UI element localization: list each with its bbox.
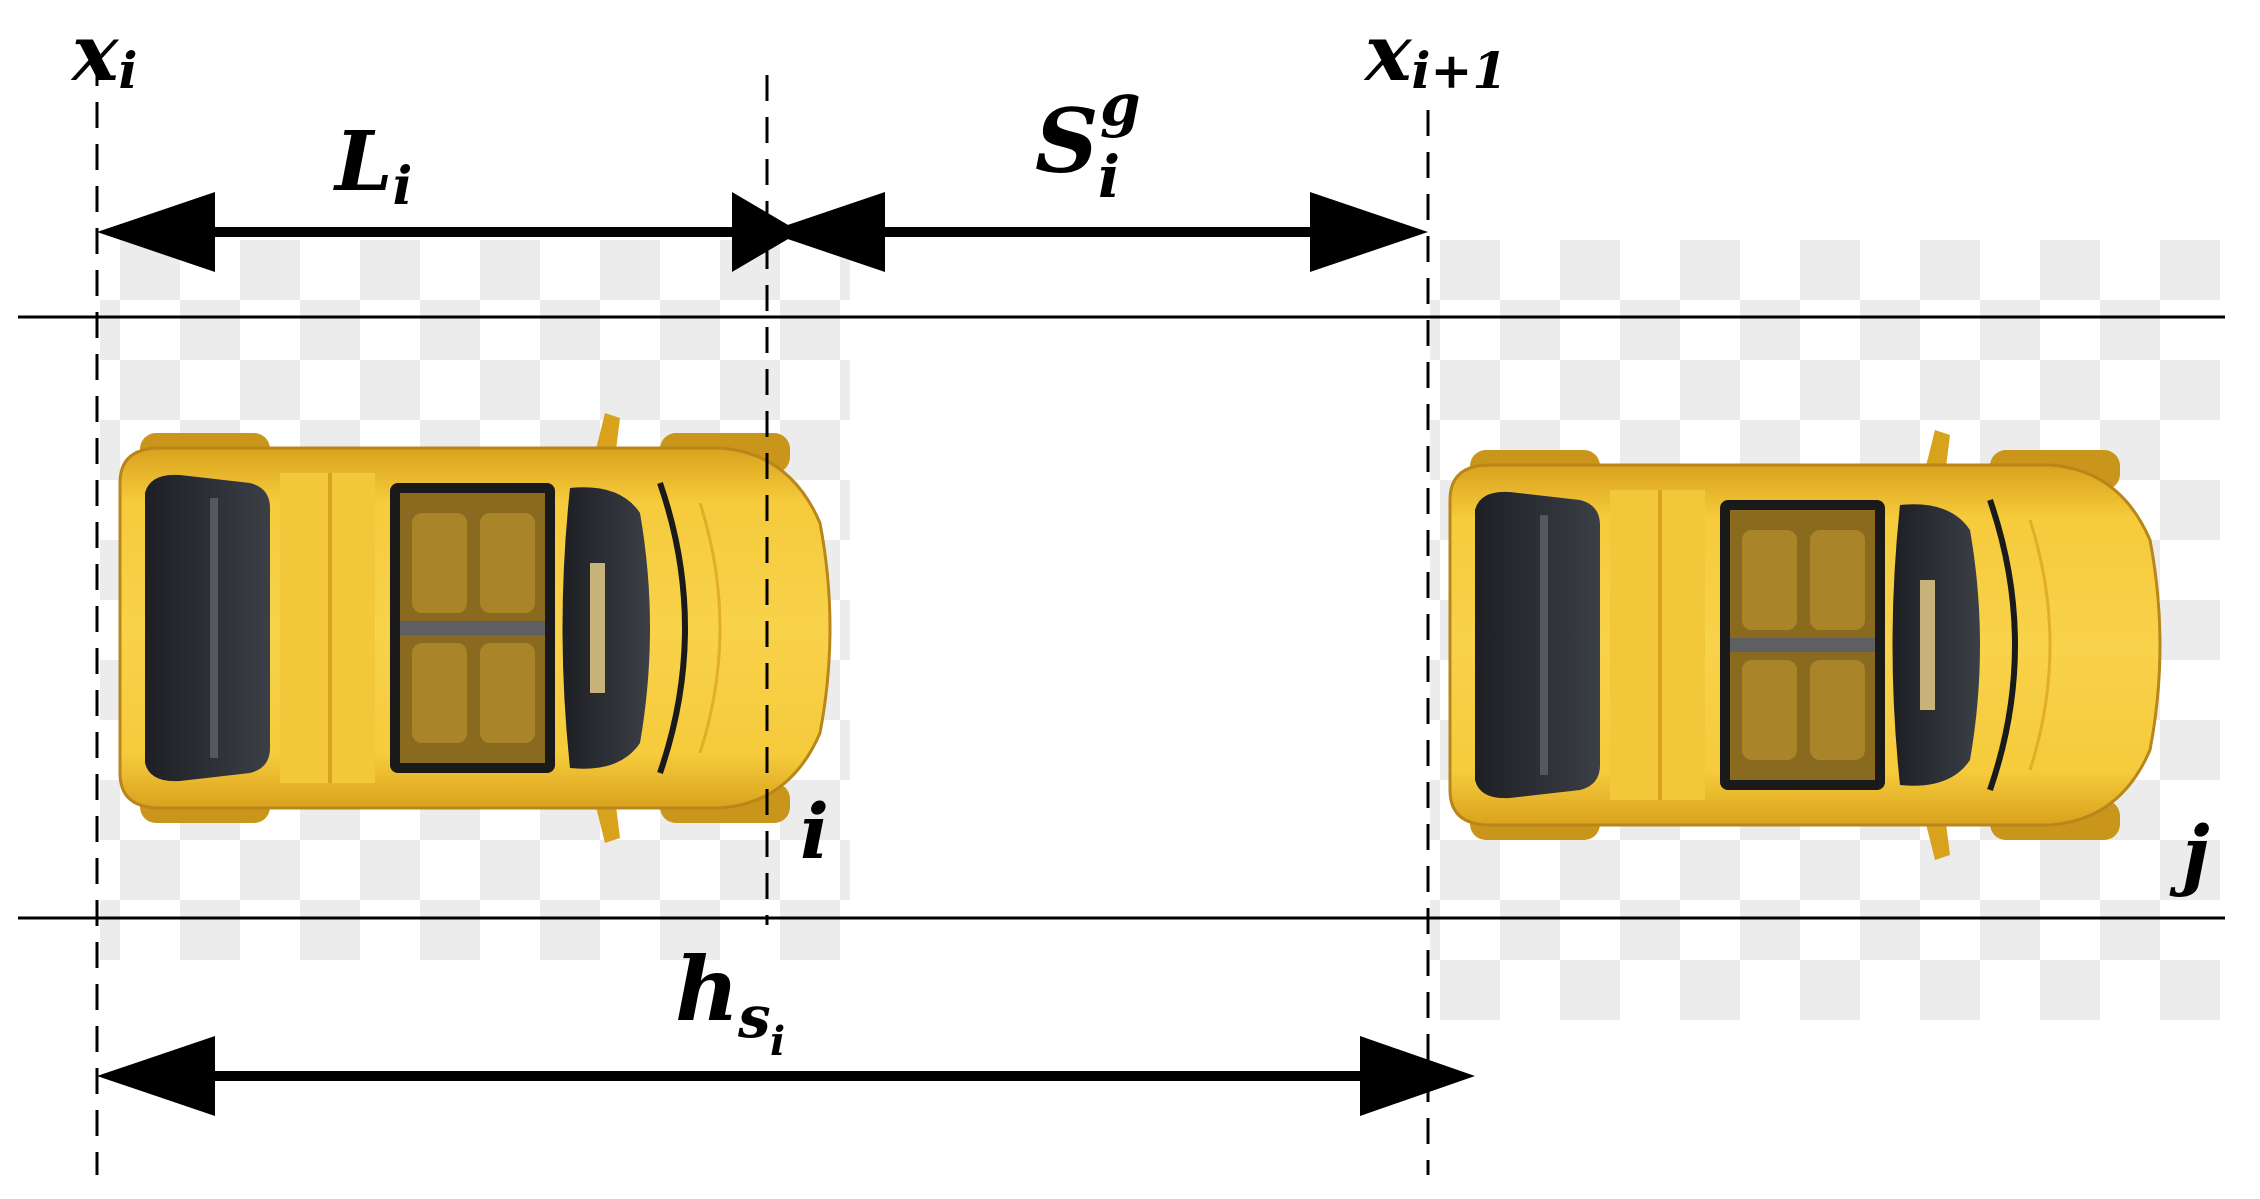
label-h-s-i: h <box>675 937 739 1041</box>
headway-arrow-h-s-i <box>97 1036 1475 1116</box>
label-h-s-i-subsub: i <box>770 1018 785 1065</box>
gap-arrow-S-i-g <box>767 192 1428 272</box>
label-h-s-i-sub: s <box>737 983 771 1051</box>
vehicle-i <box>120 413 830 843</box>
label-vehicle-i: i <box>800 787 829 876</box>
label-x-i1: xi+1 <box>1363 8 1507 100</box>
label-S-i-g: S <box>1035 89 1099 193</box>
vehicle-j <box>1450 430 2160 860</box>
label-S-i-g-sub: i <box>1098 143 1120 211</box>
length-arrow-L-i <box>97 192 800 272</box>
label-L-i: Li <box>333 114 412 217</box>
label-S-i-g-sup: g <box>1100 71 1141 139</box>
label-x-i: xi <box>70 8 138 100</box>
